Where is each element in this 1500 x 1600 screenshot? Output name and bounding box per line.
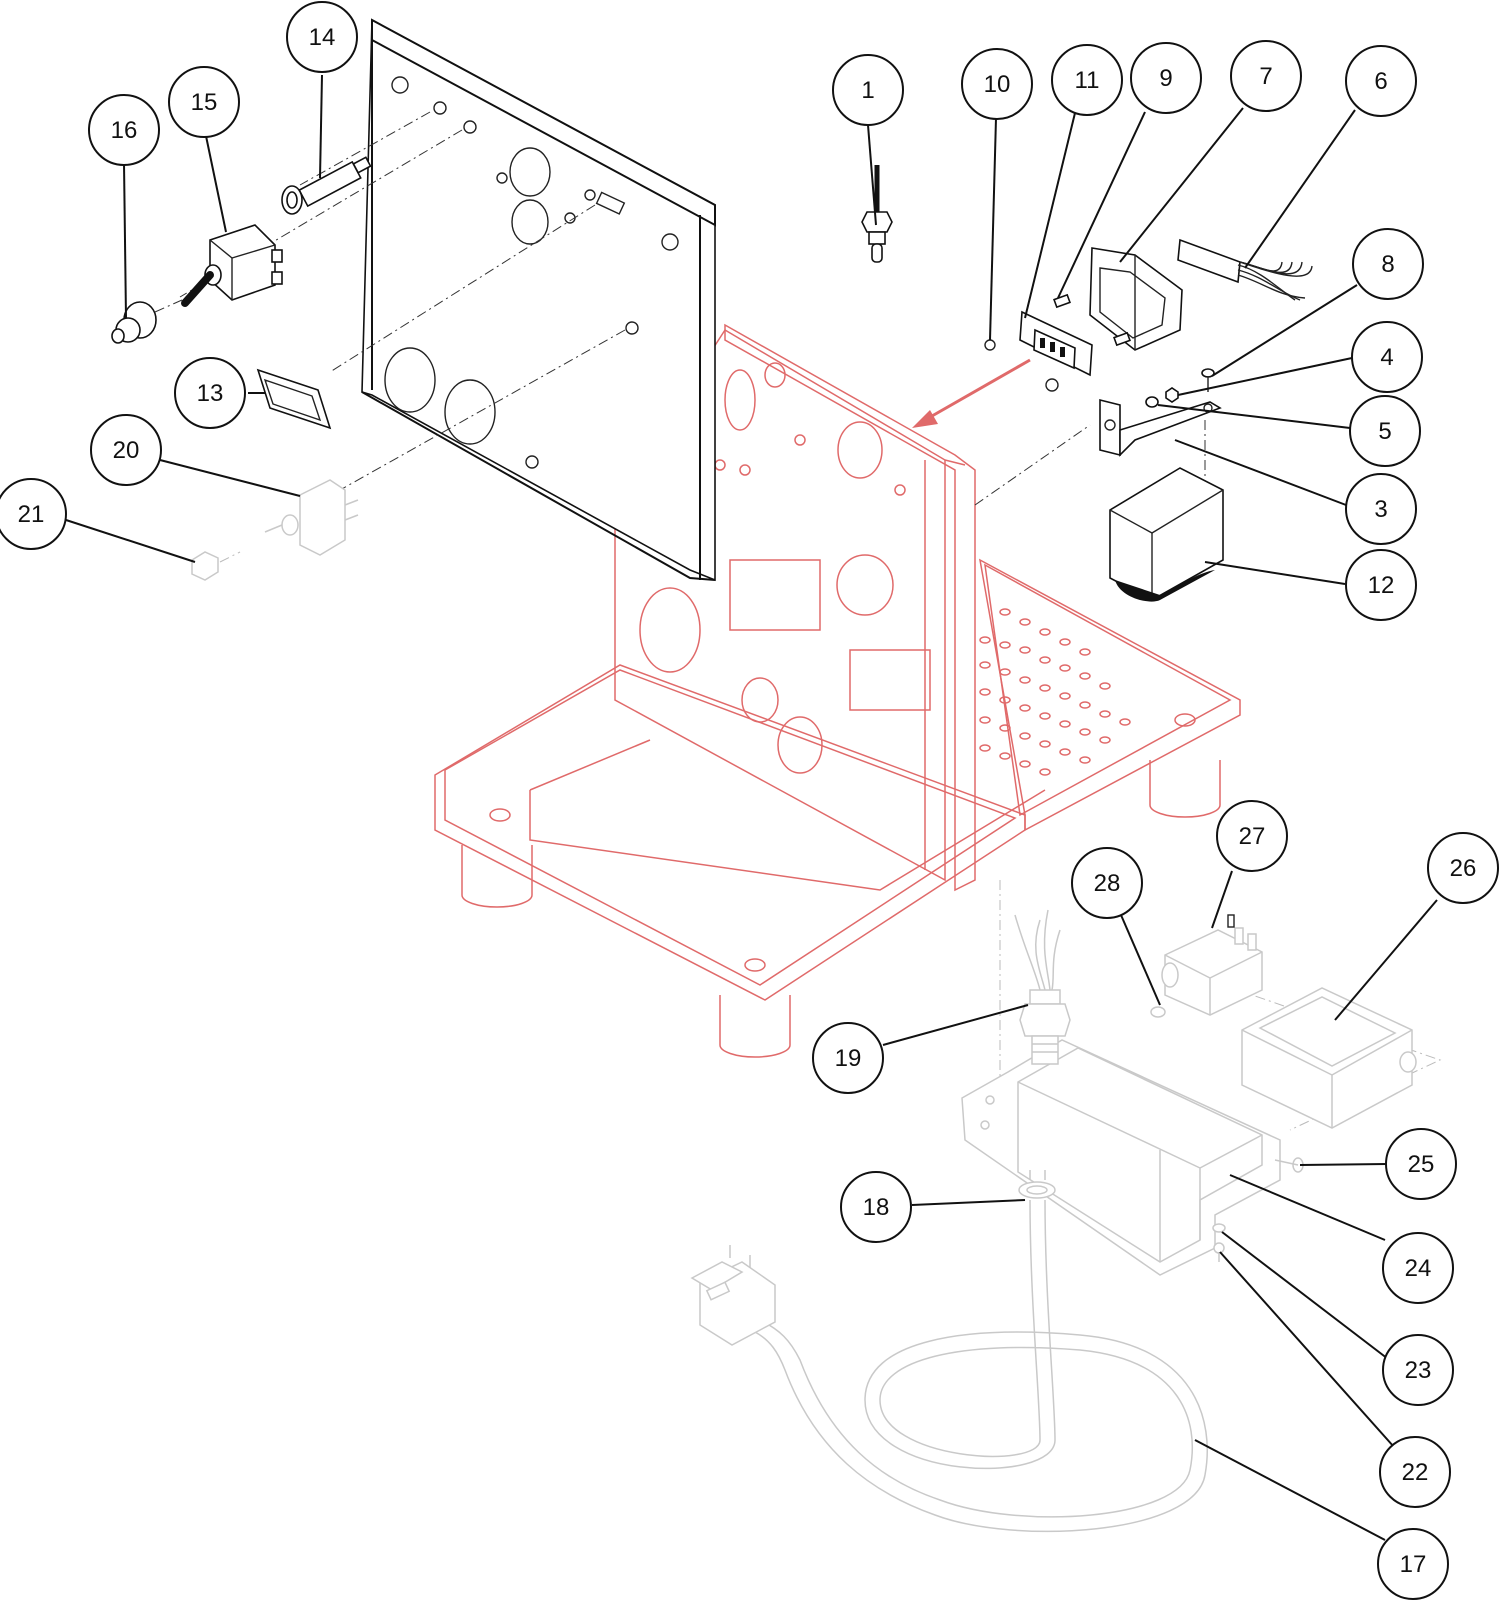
callout-20: 20 — [90, 414, 162, 486]
callout-21: 21 — [0, 478, 67, 550]
callout-4-label: 4 — [1380, 344, 1393, 371]
callout-18: 18 — [840, 1171, 912, 1243]
callout-25-label: 25 — [1408, 1151, 1435, 1178]
part-8-screw — [1201, 368, 1215, 392]
chassis-frame — [434, 323, 1241, 1058]
callout-9: 9 — [1130, 42, 1202, 114]
callout-19-label: 19 — [835, 1045, 862, 1072]
callout-25: 25 — [1385, 1128, 1457, 1200]
callout-16: 16 — [88, 94, 160, 166]
part-17-power-cord — [690, 1170, 1208, 1533]
part-28-screw — [1150, 1006, 1166, 1018]
callout-9-label: 9 — [1159, 65, 1172, 92]
callout-16-label: 16 — [111, 117, 138, 144]
callout-19: 19 — [812, 1022, 884, 1094]
callout-14-label: 14 — [309, 24, 336, 51]
callout-28: 28 — [1071, 847, 1143, 919]
part-4-nut — [1165, 387, 1179, 403]
front-panel — [361, 18, 716, 582]
callout-6: 6 — [1345, 45, 1417, 117]
part-12-relay — [1109, 467, 1224, 602]
callout-3: 3 — [1345, 473, 1417, 545]
callout-20-label: 20 — [113, 437, 140, 464]
callout-1: 1 — [832, 54, 904, 126]
red-assembly-arrow — [912, 358, 1031, 428]
callout-10-label: 10 — [984, 71, 1011, 98]
part-20-micro-switch — [264, 479, 359, 556]
callout-28-label: 28 — [1094, 870, 1121, 897]
callout-21-label: 21 — [18, 501, 45, 528]
part-19-cable-gland — [1014, 909, 1071, 1065]
part-13-display-window — [256, 368, 332, 430]
leader-lines — [65, 74, 1438, 1541]
part-14-fuse-holder — [281, 156, 372, 215]
callout-4: 4 — [1351, 321, 1423, 393]
part-1-probe — [861, 165, 893, 263]
callout-8: 8 — [1352, 228, 1424, 300]
callout-5-label: 5 — [1378, 418, 1391, 445]
callout-22-label: 22 — [1402, 1459, 1429, 1486]
callout-12: 12 — [1345, 549, 1417, 621]
tray-feet — [461, 713, 1221, 1058]
callout-13: 13 — [174, 357, 246, 429]
callout-7: 7 — [1230, 40, 1302, 112]
part-23-washer — [1212, 1223, 1226, 1233]
part-27-relay — [1161, 914, 1263, 1016]
assembly-lines — [179, 111, 1442, 1240]
part-11-display-board — [984, 310, 1093, 392]
callout-8-label: 8 — [1381, 251, 1394, 278]
callout-17-label: 17 — [1400, 1551, 1427, 1578]
callout-11: 11 — [1051, 44, 1123, 116]
callout-13-label: 13 — [197, 380, 224, 407]
callout-11-label: 11 — [1075, 67, 1100, 94]
part-7-display-housing — [1053, 247, 1183, 351]
callout-3-label: 3 — [1374, 496, 1387, 523]
callout-5: 5 — [1349, 395, 1421, 467]
part-6-wire-harness — [1177, 238, 1313, 301]
callout-18-label: 18 — [863, 1194, 890, 1221]
callout-14: 14 — [286, 1, 358, 73]
callout-15: 15 — [168, 66, 240, 138]
part-5-washer — [1145, 396, 1159, 408]
part-21-nut — [191, 551, 241, 581]
part-24-power-box — [961, 1039, 1281, 1276]
part-26-transformer — [1241, 987, 1417, 1129]
callout-7-label: 7 — [1259, 63, 1272, 90]
callout-10: 10 — [961, 48, 1033, 120]
part-16-knob — [111, 299, 183, 344]
callout-26-label: 26 — [1450, 855, 1477, 882]
part-18-grommet — [1018, 1181, 1056, 1199]
callout-1-label: 1 — [861, 77, 874, 104]
callout-22: 22 — [1379, 1436, 1451, 1508]
callout-27: 27 — [1216, 800, 1288, 872]
part-15-toggle-switch — [181, 224, 283, 307]
part-3-bracket — [1099, 398, 1222, 457]
callout-27-label: 27 — [1239, 823, 1266, 850]
callout-24: 24 — [1382, 1232, 1454, 1304]
callout-12-label: 12 — [1368, 572, 1395, 599]
tray-perforations — [979, 608, 1131, 776]
callout-24-label: 24 — [1405, 1255, 1432, 1282]
part-22-screw — [1213, 1242, 1225, 1262]
callout-17: 17 — [1377, 1528, 1449, 1600]
callout-15-label: 15 — [191, 89, 218, 116]
callout-23-label: 23 — [1405, 1357, 1432, 1384]
callout-6-label: 6 — [1374, 68, 1387, 95]
callout-26: 26 — [1427, 832, 1499, 904]
callout-23: 23 — [1382, 1334, 1454, 1406]
